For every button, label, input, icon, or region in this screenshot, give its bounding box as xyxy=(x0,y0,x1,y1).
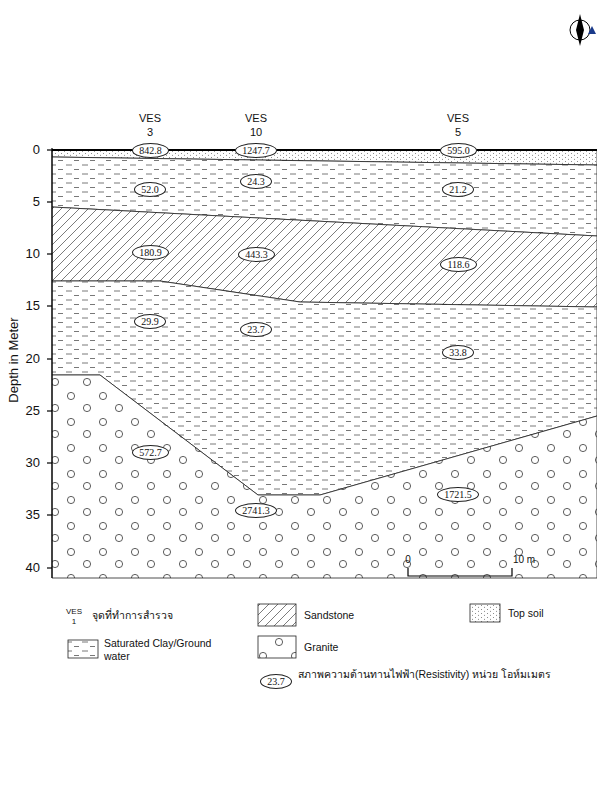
scale-label: 0 xyxy=(405,554,411,566)
resistivity-value: 29.9 xyxy=(141,316,159,327)
resistivity-value: 1721.5 xyxy=(444,489,472,500)
legend-text: จุดที่ทำการสำรวจ xyxy=(92,609,242,622)
resistivity-value: 21.2 xyxy=(449,184,467,195)
depth-tick: 0 xyxy=(33,143,40,158)
north-arrow xyxy=(570,14,596,46)
legend-swatches xyxy=(68,604,500,658)
resistivity-ellipse: 180.9 xyxy=(132,245,169,260)
depth-tick: 15 xyxy=(26,299,40,314)
resistivity-value: 52.0 xyxy=(141,184,159,195)
resistivity-ellipse: 1721.5 xyxy=(437,487,479,502)
resistivity-ellipse: 572.7 xyxy=(132,445,169,460)
ves-label: VES xyxy=(447,112,469,125)
resistivity-ellipse: 24.3 xyxy=(240,174,272,189)
ves-label: VES xyxy=(245,112,267,125)
ves-label: VES xyxy=(139,112,161,125)
legend-text: Sandstone xyxy=(304,609,424,622)
resistivity-ellipse: 842.8 xyxy=(132,143,169,158)
resistivity-value: 595.0 xyxy=(447,145,470,156)
resistivity-ellipse: 52.0 xyxy=(134,182,166,197)
resistivity-value: 842.8 xyxy=(139,145,162,156)
depth-tick: 5 xyxy=(33,195,40,210)
legend-text: Top soil xyxy=(508,607,593,620)
scale-bar xyxy=(408,568,512,576)
scale-label: 10 m xyxy=(513,554,535,566)
resistivity-ellipse: 118.6 xyxy=(440,257,477,272)
resistivity-ellipse: 29.9 xyxy=(134,314,166,329)
depth-tick: 20 xyxy=(26,352,40,367)
resistivity-ellipse: 443.3 xyxy=(238,247,275,262)
legend-text: Saturated Clay/Ground water xyxy=(104,637,234,662)
legend-text: สภาพความต้านทานไฟฟ้า(Resistivity) หน่วย … xyxy=(298,668,588,681)
ves-number: 10 xyxy=(250,126,262,139)
resistivity-value: 572.7 xyxy=(139,447,162,458)
resistivity-value: 443.3 xyxy=(245,249,268,260)
ves-symbol: VES xyxy=(66,607,82,616)
resistivity-ellipse: 595.0 xyxy=(440,143,477,158)
ves-symbol: 1 xyxy=(72,617,76,626)
resistivity-ellipse: 23.7 xyxy=(240,322,272,337)
resistivity-value: 24.3 xyxy=(247,176,265,187)
resistivity-value: 180.9 xyxy=(139,247,162,258)
depth-axis xyxy=(47,148,52,578)
resistivity-ellipse: 1247.7 xyxy=(235,143,277,158)
ves-number: 3 xyxy=(147,126,153,139)
resistivity-value: 33.8 xyxy=(449,347,467,358)
resistivity-value: 23.7 xyxy=(267,676,285,687)
depth-tick: 30 xyxy=(26,456,40,471)
resistivity-value: 118.6 xyxy=(447,259,469,270)
resistivity-ellipse: 21.2 xyxy=(442,182,474,197)
layers xyxy=(52,150,597,578)
depth-tick: 10 xyxy=(26,247,40,262)
resistivity-value: 2741.3 xyxy=(242,505,270,516)
resistivity-value: 23.7 xyxy=(247,324,265,335)
legend-text: Granite xyxy=(304,641,424,654)
axis-title: Depth in Meter xyxy=(7,317,22,402)
resistivity-value: 1247.7 xyxy=(242,145,270,156)
resistivity-ellipse: 33.8 xyxy=(442,345,474,360)
depth-tick: 25 xyxy=(26,404,40,419)
resistivity-ellipse: 2741.3 xyxy=(235,503,277,518)
depth-tick: 40 xyxy=(26,561,40,576)
depth-tick: 35 xyxy=(26,508,40,523)
ves-number: 5 xyxy=(455,126,461,139)
resistivity-ellipse: 23.7 xyxy=(260,674,292,689)
